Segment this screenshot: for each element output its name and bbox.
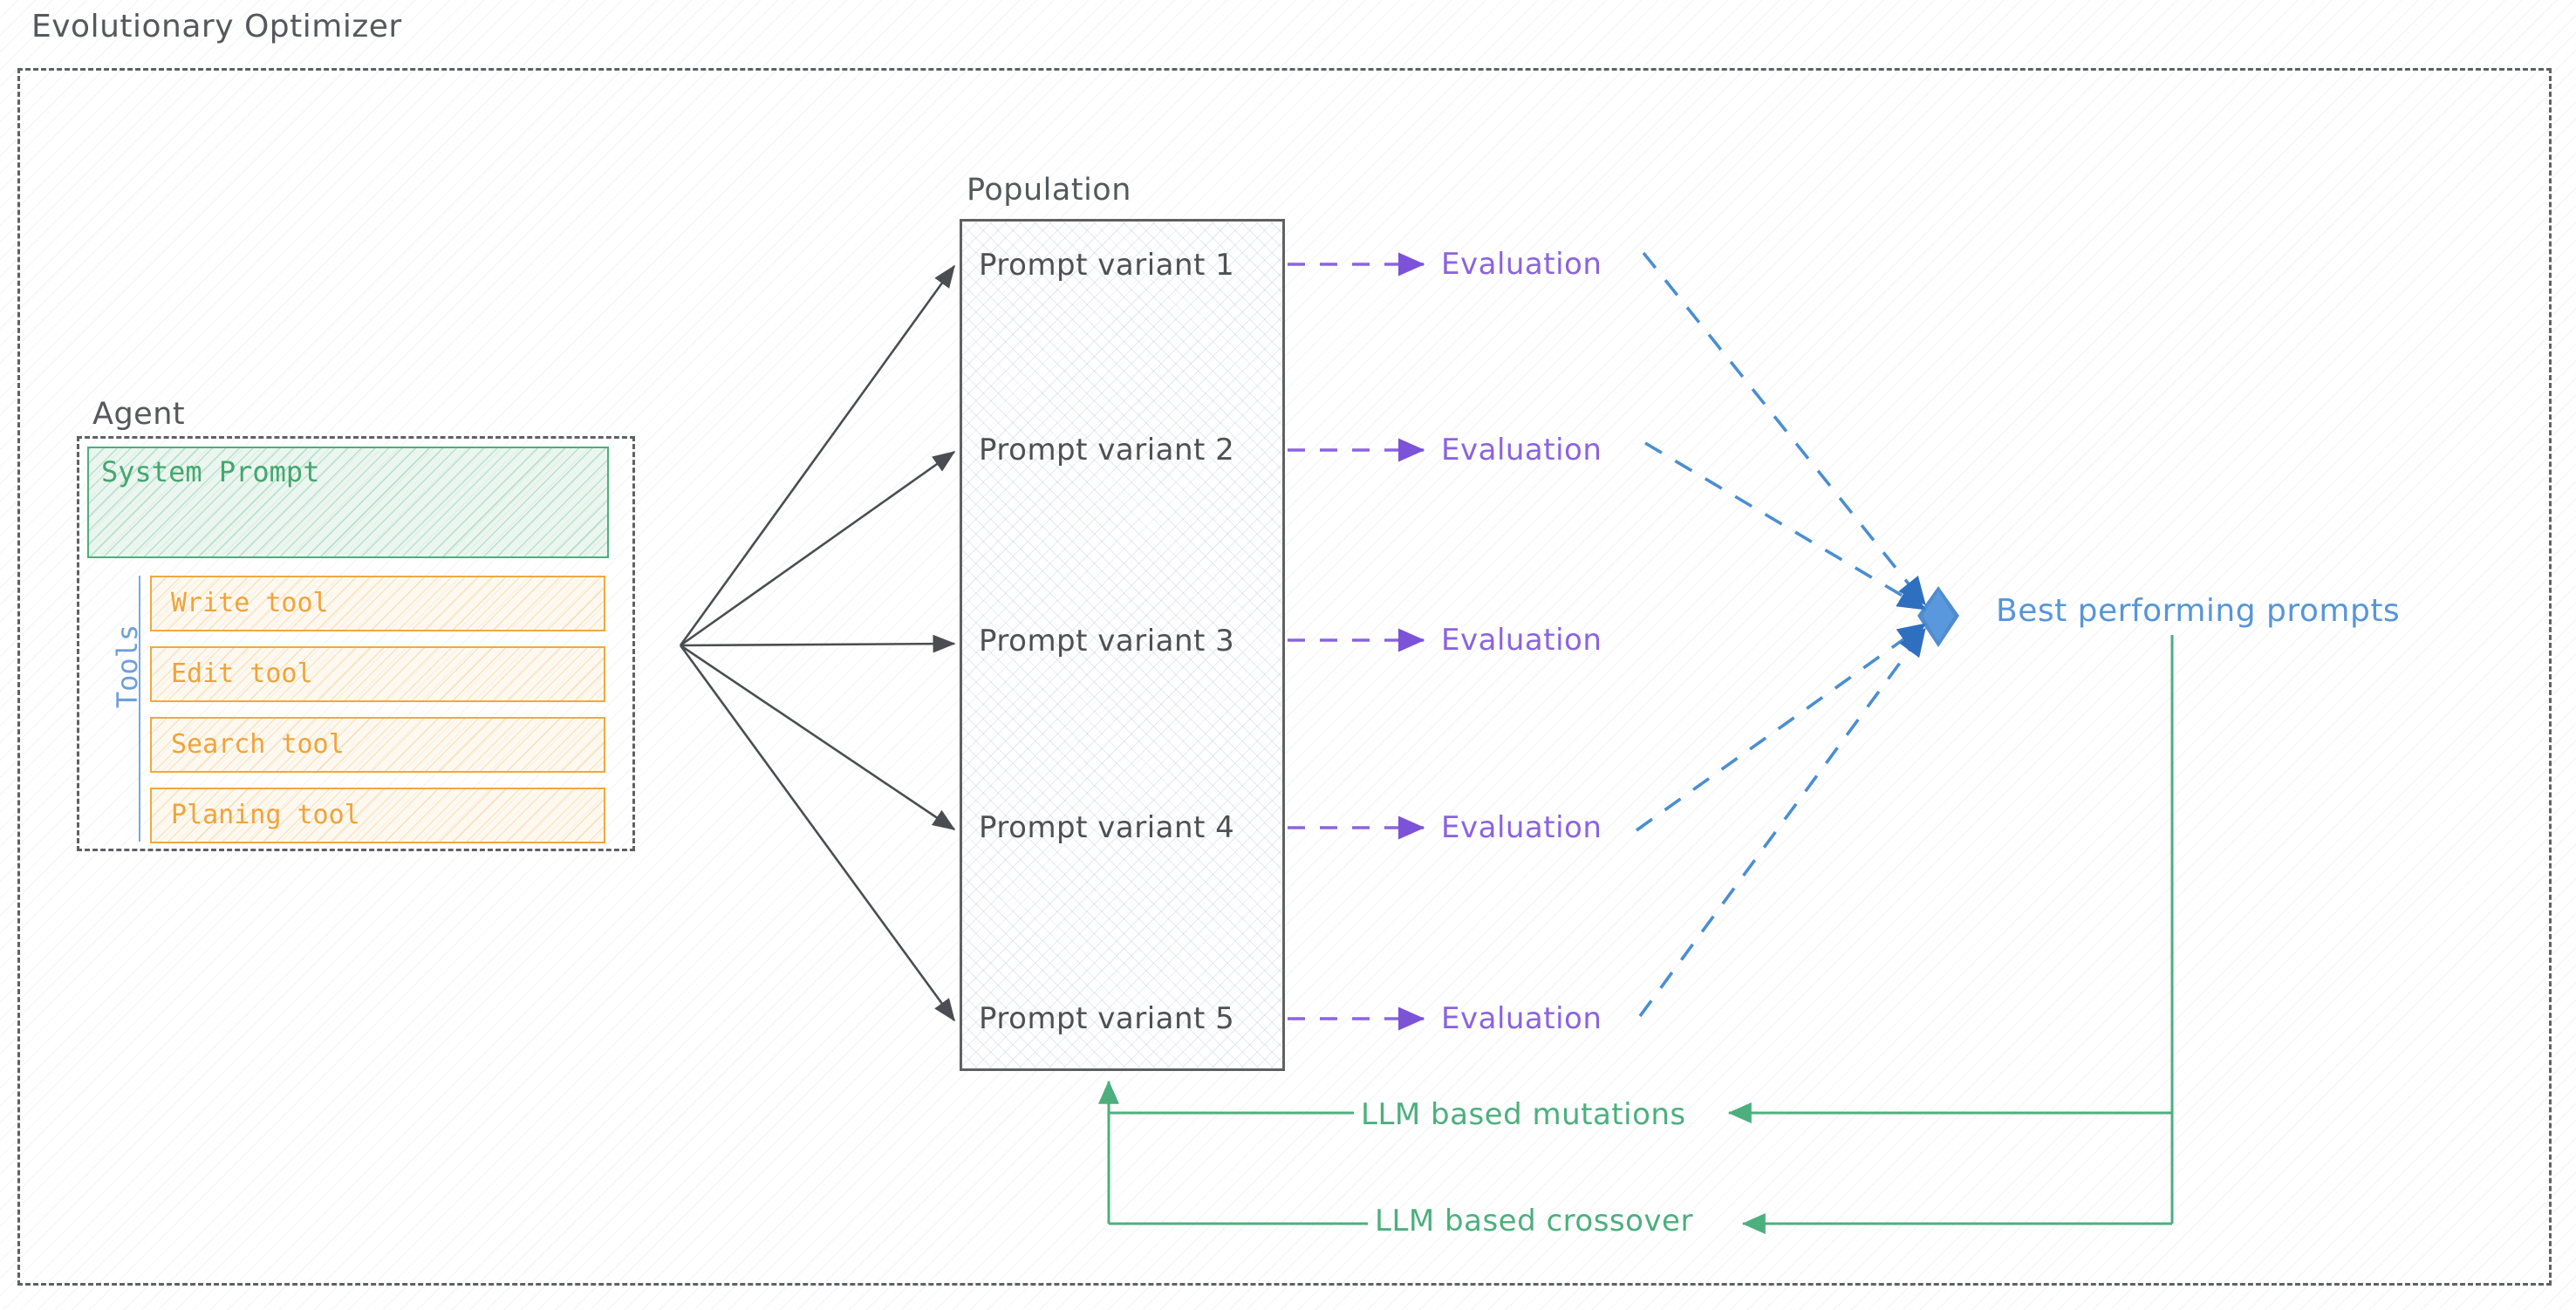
population-group-title: Population xyxy=(967,173,1131,208)
population-container xyxy=(960,219,1285,1071)
llm-based-crossover-label[interactable]: LLM based crossover xyxy=(1375,1204,1693,1238)
prompt-variant-1[interactable]: Prompt variant 1 xyxy=(979,248,1235,283)
prompt-variant-5[interactable]: Prompt variant 5 xyxy=(979,1001,1235,1036)
prompt-variant-3[interactable]: Prompt variant 3 xyxy=(979,624,1235,658)
prompt-variant-2[interactable]: Prompt variant 2 xyxy=(979,433,1235,467)
agent-group-title: Agent xyxy=(92,397,186,432)
system-prompt-label: System Prompt xyxy=(101,455,320,488)
tool-label-write: Write tool xyxy=(171,588,329,618)
tool-box-planing[interactable] xyxy=(150,788,605,843)
evaluation-node-4[interactable]: Evaluation xyxy=(1441,810,1602,845)
system-prompt-box[interactable] xyxy=(87,447,609,558)
tool-box-write[interactable] xyxy=(150,576,605,631)
evaluation-node-1[interactable]: Evaluation xyxy=(1441,247,1602,282)
tool-box-edit[interactable] xyxy=(150,646,605,702)
best-performing-prompts-node[interactable]: Best performing prompts xyxy=(1996,593,2401,629)
evolutionary-optimizer-container xyxy=(17,68,2552,1286)
evaluation-node-2[interactable]: Evaluation xyxy=(1441,433,1602,467)
page-title: Evolutionary Optimizer xyxy=(31,9,402,44)
evaluation-node-3[interactable]: Evaluation xyxy=(1441,623,1602,658)
prompt-variant-4[interactable]: Prompt variant 4 xyxy=(979,810,1235,845)
tool-label-edit: Edit tool xyxy=(171,658,313,689)
tools-group-label: Tools xyxy=(111,624,145,709)
tool-label-planing: Planing tool xyxy=(171,800,360,830)
agent-container xyxy=(77,436,635,851)
llm-based-mutations-label[interactable]: LLM based mutations xyxy=(1361,1097,1686,1132)
tool-label-search: Search tool xyxy=(171,729,345,760)
tools-group-rail xyxy=(139,576,140,842)
tool-box-search[interactable] xyxy=(150,717,605,773)
evaluation-node-5[interactable]: Evaluation xyxy=(1441,1001,1602,1036)
